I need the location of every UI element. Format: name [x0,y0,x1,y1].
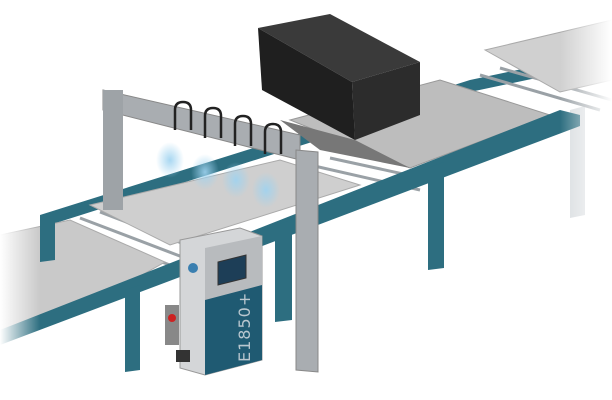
spray-mist [191,154,219,190]
control-cabinet: E1850+ [165,227,263,376]
spray-mist [156,142,184,178]
brand-logo [188,263,198,273]
spray-mist [252,172,280,208]
spray-nozzles [173,100,283,154]
spray-gantry [102,89,319,373]
cabinet-screen [217,254,247,286]
spray-mist [222,162,250,198]
pressure-regulator [165,305,179,345]
hopper [258,14,420,168]
model-label: E1850+ [235,292,254,362]
conveyor-front-rail [0,110,580,372]
valve-icon [168,314,176,322]
